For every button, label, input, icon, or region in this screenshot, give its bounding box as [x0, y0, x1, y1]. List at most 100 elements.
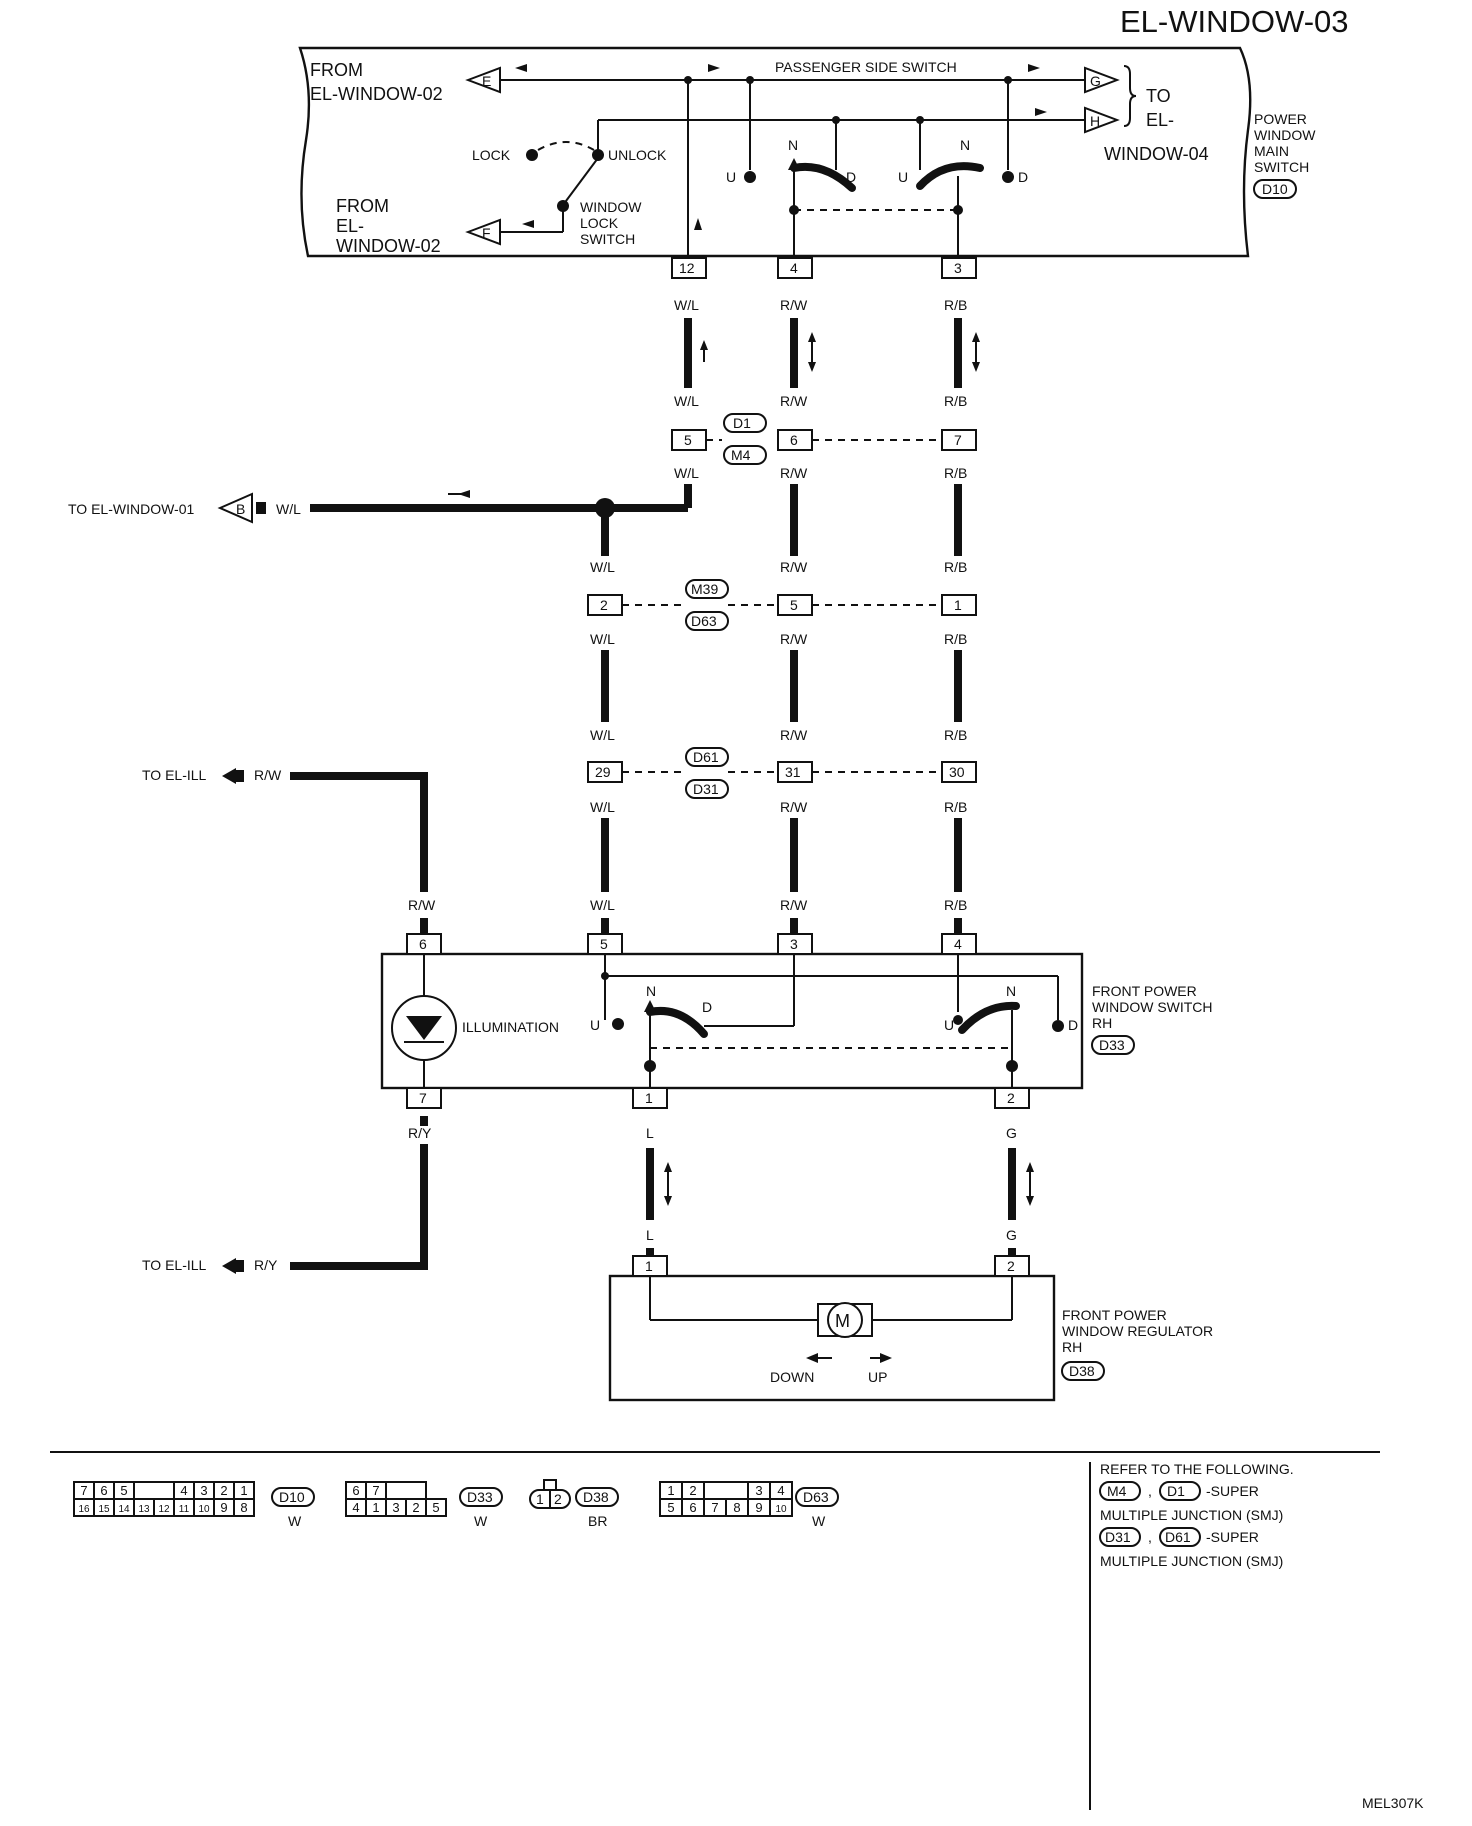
svg-text:2: 2 — [600, 597, 608, 613]
terminal-g — [1084, 66, 1120, 94]
lock-label: LOCK — [472, 147, 511, 163]
from2-b: EL- — [336, 216, 364, 236]
regulator-pins: 1 2 — [632, 1255, 1030, 1277]
connector-d10-pin-label: 15 — [98, 1504, 110, 1515]
connector-d63-pin-label: 7 — [711, 1500, 718, 1515]
sw2-d: D — [1018, 169, 1028, 185]
from1-a: FROM — [310, 60, 363, 80]
svg-text:29: 29 — [595, 764, 611, 780]
connector-d33-pin-label: 6 — [352, 1483, 359, 1498]
svg-text:12: 12 — [679, 260, 695, 276]
c2-label-4: R/W — [780, 559, 808, 575]
from2-a: FROM — [336, 196, 389, 216]
svg-text:2: 2 — [1007, 1090, 1015, 1106]
motor-label: M — [835, 1311, 850, 1331]
c3-label-7: R/B — [944, 799, 967, 815]
svg-text:D31: D31 — [693, 781, 719, 797]
c3-label-5: R/B — [944, 631, 967, 647]
connector-d63-cavity — [769, 1498, 793, 1517]
svg-text:4: 4 — [790, 260, 798, 276]
c1-label-6: W/L — [590, 727, 615, 743]
c2-label-2: R/W — [780, 393, 808, 409]
svg-text:1: 1 — [645, 1090, 653, 1106]
main-switch-name-d: SWITCH — [1254, 159, 1309, 175]
svg-text:D61: D61 — [1165, 1529, 1191, 1545]
sw2-u: U — [898, 169, 908, 185]
from2-c: WINDOW-02 — [336, 236, 441, 256]
connector-d10-pin-label: 6 — [100, 1483, 107, 1498]
terminal-b-label: B — [236, 501, 245, 517]
connector-d63-pin-label: 5 — [667, 1500, 674, 1515]
connector-d10-pin-label: 3 — [200, 1483, 207, 1498]
pin-top-12: 12 — [671, 257, 707, 279]
svg-text:D10: D10 — [279, 1489, 305, 1505]
c2-label-8: R/W — [780, 897, 808, 913]
figure-code: MEL307K — [1362, 1795, 1424, 1811]
sw1-d: D — [846, 169, 856, 185]
pin-top-4: 4 — [777, 257, 813, 279]
refer-l2: -SUPER — [1206, 1483, 1259, 1499]
connector-d10-pin-label: 8 — [240, 1500, 247, 1515]
svg-text:30: 30 — [949, 764, 965, 780]
connector-d10-pin-label: 5 — [120, 1483, 127, 1498]
wire-l-label-1: L — [646, 1125, 654, 1141]
ill1-label: TO EL-ILL — [142, 767, 207, 783]
svg-text:,: , — [1148, 1529, 1152, 1545]
regulator-box — [608, 1274, 1056, 1402]
main-switch-box — [298, 46, 1252, 258]
svg-text:6: 6 — [419, 936, 427, 952]
junction-d1-m4: 5 6 7 D1 M4 — [671, 413, 977, 465]
svg-text:W: W — [812, 1513, 826, 1529]
svg-text:1: 1 — [536, 1491, 544, 1507]
svg-text:D38: D38 — [583, 1489, 609, 1505]
c2-label-3: R/W — [780, 465, 808, 481]
connector-d63-pin-label: 8 — [733, 1500, 740, 1515]
connector-d33-pin-label: 5 — [432, 1500, 439, 1515]
junction-m39-d63: 2 5 1 M39 D63 — [587, 579, 977, 631]
refer-l4: -SUPER — [1206, 1529, 1259, 1545]
unlock-label: UNLOCK — [608, 147, 667, 163]
svg-text:7: 7 — [419, 1090, 427, 1106]
c1-label-7: W/L — [590, 799, 615, 815]
rh-switch-name-a: FRONT POWER — [1092, 983, 1197, 999]
c3-label-3: R/B — [944, 465, 967, 481]
wl-a: WINDOW — [580, 199, 642, 215]
sw2-n: N — [960, 137, 970, 153]
svg-text:D33: D33 — [467, 1489, 493, 1505]
wl-c: SWITCH — [580, 231, 635, 247]
c1-label-5: W/L — [590, 631, 615, 647]
connector-d10-pin-label: 16 — [78, 1504, 90, 1515]
diagram-title: EL-WINDOW-03 — [1120, 4, 1349, 39]
connector-d63-pin-label: 4 — [777, 1483, 784, 1498]
regulator-name-c: RH — [1062, 1339, 1082, 1355]
refer-l1: REFER TO THE FOLLOWING. — [1100, 1461, 1294, 1477]
c1-label-4: W/L — [590, 559, 615, 575]
rh-sw1-d: D — [702, 999, 712, 1015]
connector-d33-pin-label: 1 — [372, 1500, 379, 1515]
c3-label-4: R/B — [944, 559, 967, 575]
svg-text:31: 31 — [785, 764, 801, 780]
from1-b: EL-WINDOW-02 — [310, 84, 443, 104]
refer-l5: MULTIPLE JUNCTION (SMJ) — [1100, 1553, 1283, 1569]
c3-label-1: R/B — [944, 297, 967, 313]
connector-d10-pin-label: 1 — [240, 1483, 247, 1498]
connector-d33-pin-label: 2 — [412, 1500, 419, 1515]
illumination-label: ILLUMINATION — [462, 1019, 559, 1035]
terminal-f — [465, 218, 501, 246]
main-switch-name-c: MAIN — [1254, 143, 1289, 159]
refer-l3: MULTIPLE JUNCTION (SMJ) — [1100, 1507, 1283, 1523]
terminal-f-label: F — [482, 225, 491, 241]
svg-text:W: W — [288, 1513, 302, 1529]
pin-top-3: 3 — [941, 257, 977, 279]
c3-label-6: R/B — [944, 727, 967, 743]
c1-label-2: W/L — [674, 393, 699, 409]
svg-text:7: 7 — [954, 432, 962, 448]
connector-d63-pin-label: 2 — [689, 1483, 696, 1498]
connector-d63-pin-label: 3 — [755, 1483, 762, 1498]
regulator-name-a: FRONT POWER — [1062, 1307, 1167, 1323]
terminal-b — [217, 492, 253, 524]
